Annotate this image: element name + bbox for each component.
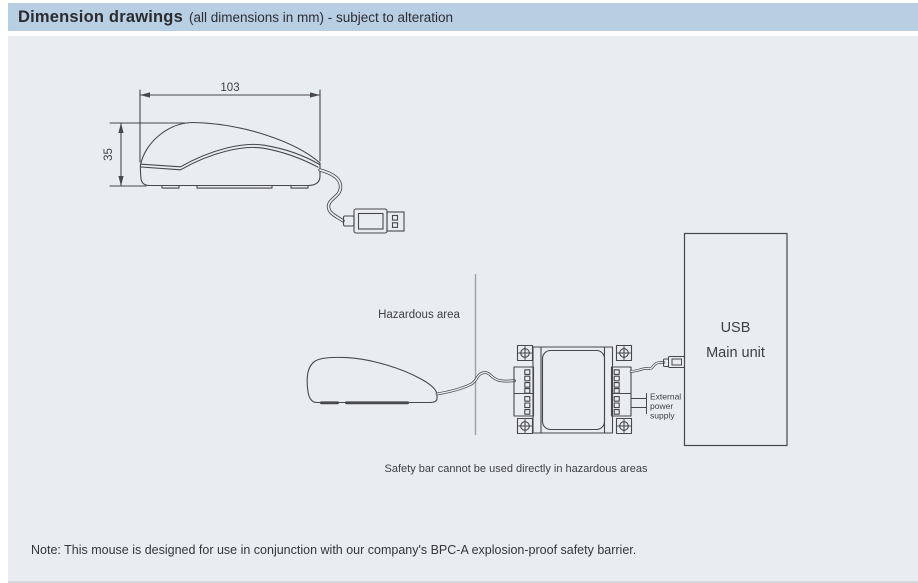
note-text: Note: This mouse is designed for use in … — [31, 543, 637, 557]
cable-barrier-to-plug — [629, 360, 666, 373]
page-title: Dimension drawings — [18, 7, 183, 26]
schematic-mouse-outline — [306, 356, 438, 404]
extension-lines — [109, 89, 321, 187]
mounting-tab — [615, 344, 633, 362]
usb-main-unit-box — [683, 232, 788, 447]
usb-plug-inner — [357, 212, 384, 230]
schematic-caption: Safety bar cannot be used directly in ha… — [385, 463, 648, 475]
mouse-feet — [161, 184, 309, 189]
usb-pin-hole — [391, 214, 399, 221]
usb-connector — [342, 208, 405, 234]
barrier-side-rails — [540, 347, 606, 433]
plug-body — [668, 356, 685, 368]
page-subtitle: (all dimensions in mm) - subject to alte… — [188, 9, 454, 25]
drawing-canvas — [8, 36, 918, 583]
main-unit-label-line1: USB — [721, 320, 751, 336]
width-dimension-label: 103 — [220, 82, 239, 94]
usb-strain-relief — [342, 215, 355, 227]
section-header: Dimension drawings (all dimensions in mm… — [8, 3, 918, 31]
schematic-mouse-foot — [345, 401, 409, 405]
usb-pin-hole — [391, 222, 399, 228]
cable-mouse-to-barrier — [435, 371, 516, 396]
plug-inner — [671, 358, 682, 366]
dimension-drawing-mouse-side — [109, 89, 321, 189]
height-dimension-label: 35 — [103, 148, 115, 161]
safety-barrier — [513, 344, 633, 435]
schematic-mouse-foot — [320, 401, 339, 405]
usb-cable-top — [318, 168, 345, 223]
terminal-screws — [524, 369, 620, 415]
barrier-body — [532, 346, 614, 434]
barrier-face — [541, 349, 606, 431]
external-power-label-line1: External — [650, 392, 681, 402]
terminal-block — [513, 392, 535, 417]
main-unit-label-line2: Main unit — [706, 345, 765, 361]
hazardous-area-label: Hazardous area — [378, 309, 460, 321]
external-power-label-line2: power — [650, 401, 673, 411]
terminal-block — [513, 366, 535, 395]
mounting-bolt-icon — [518, 346, 631, 433]
dimension-arrowheads — [118, 92, 321, 186]
usb-metal-shield — [386, 211, 405, 232]
schematic-mouse — [306, 356, 438, 405]
mounting-tab — [615, 417, 633, 435]
external-power-leader-lines — [631, 393, 647, 414]
terminal-block — [610, 392, 632, 417]
mouse-body-outline — [139, 121, 321, 187]
mouse-button-seam — [140, 143, 321, 171]
usb-plug-small — [663, 356, 685, 368]
external-power-label-line3: supply — [650, 411, 675, 421]
